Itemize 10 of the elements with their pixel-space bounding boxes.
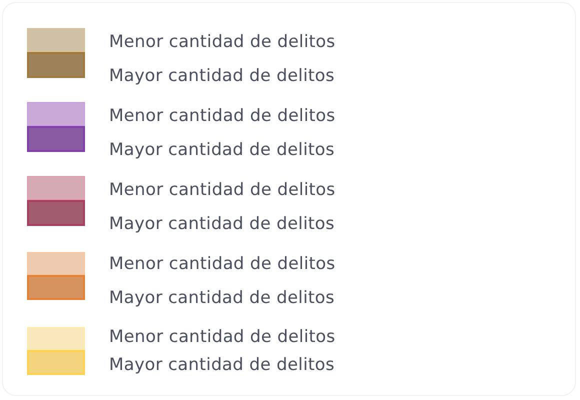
- legend-label: Menor cantidad de delitos: [109, 105, 336, 127]
- legend-label: Menor cantidad de delitos: [109, 179, 336, 201]
- legend-label: Mayor cantidad de delitos: [109, 287, 335, 309]
- legend-label: Mayor cantidad de delitos: [109, 65, 335, 87]
- legend-label: Mayor cantidad de delitos: [109, 139, 335, 161]
- legend-label: Menor cantidad de delitos: [109, 326, 336, 348]
- legend-label: Menor cantidad de delitos: [109, 31, 336, 53]
- legend-label: Mayor cantidad de delitos: [109, 213, 335, 235]
- legend-label: Mayor cantidad de delitos: [109, 354, 335, 376]
- legend-label: Menor cantidad de delitos: [109, 253, 336, 275]
